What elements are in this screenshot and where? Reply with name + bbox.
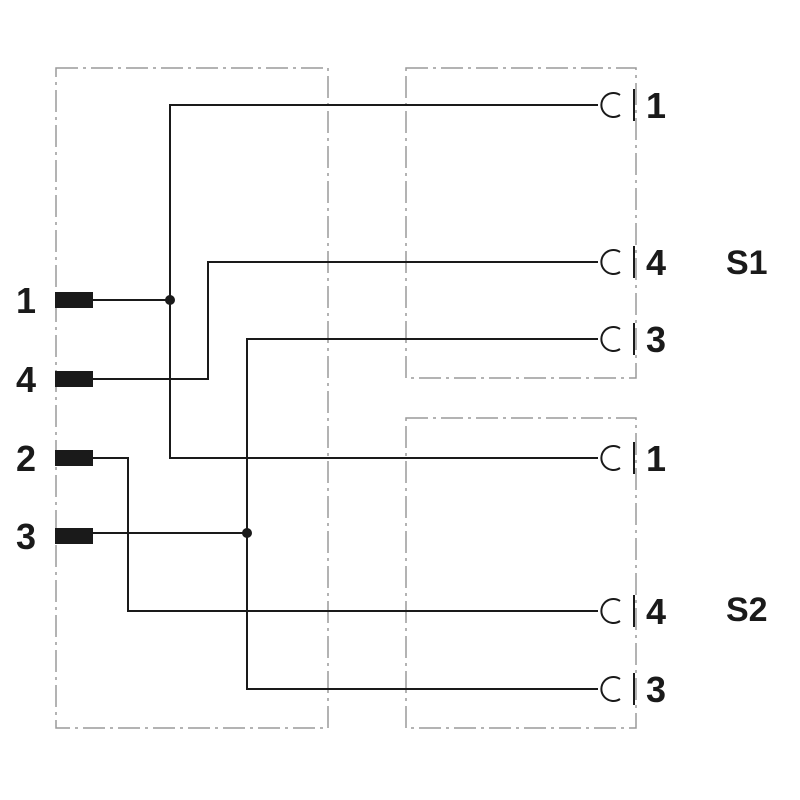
socket-s1-frame [405, 67, 637, 379]
plug-pin-3-label: 3 [16, 516, 36, 557]
plug-pin-1-label: 1 [16, 280, 36, 321]
wire-pin-4-to-s1-4 [93, 261, 598, 380]
s1-contact-1-socket [600, 92, 621, 118]
socket-s2-name: S2 [726, 591, 768, 629]
s1-contact-3-label: 3 [646, 319, 666, 360]
s1-contact-1-label: 1 [646, 85, 666, 126]
s1-contact-3-socket [600, 326, 621, 352]
wire-pin-3-to-s2-3 [246, 533, 598, 690]
s2-contact-4-socket [600, 598, 621, 624]
socket-s1-name: S1 [726, 244, 768, 282]
s1-contact-4-socket [600, 249, 621, 275]
plug-pin-3-contact [55, 528, 93, 544]
s2-contact-3-socket [600, 676, 621, 702]
s2-contact-1-label: 1 [646, 438, 666, 479]
wire-pin-1-to-s1-1 [93, 104, 598, 301]
plug-housing-frame [55, 67, 329, 729]
plug-pin-2-label: 2 [16, 438, 36, 479]
plug-pin-4-label: 4 [16, 359, 36, 400]
plug-pin-2-contact [55, 450, 93, 466]
plug-pin-1-contact [55, 292, 93, 308]
wire-pin-1-to-s2-1 [169, 300, 598, 459]
s2-contact-1-socket [600, 445, 621, 471]
junction-dot-pin-1 [165, 295, 175, 305]
s2-contact-3-label: 3 [646, 669, 666, 710]
junction-dot-pin-3 [242, 528, 252, 538]
s1-contact-4-label: 4 [646, 242, 666, 283]
plug-pin-4-contact [55, 371, 93, 387]
s2-contact-4-label: 4 [646, 591, 666, 632]
socket-s2-frame [405, 417, 637, 729]
wire-pin-3-to-s1-3 [93, 338, 598, 534]
wire-pin-2-to-s2-4 [93, 457, 598, 612]
